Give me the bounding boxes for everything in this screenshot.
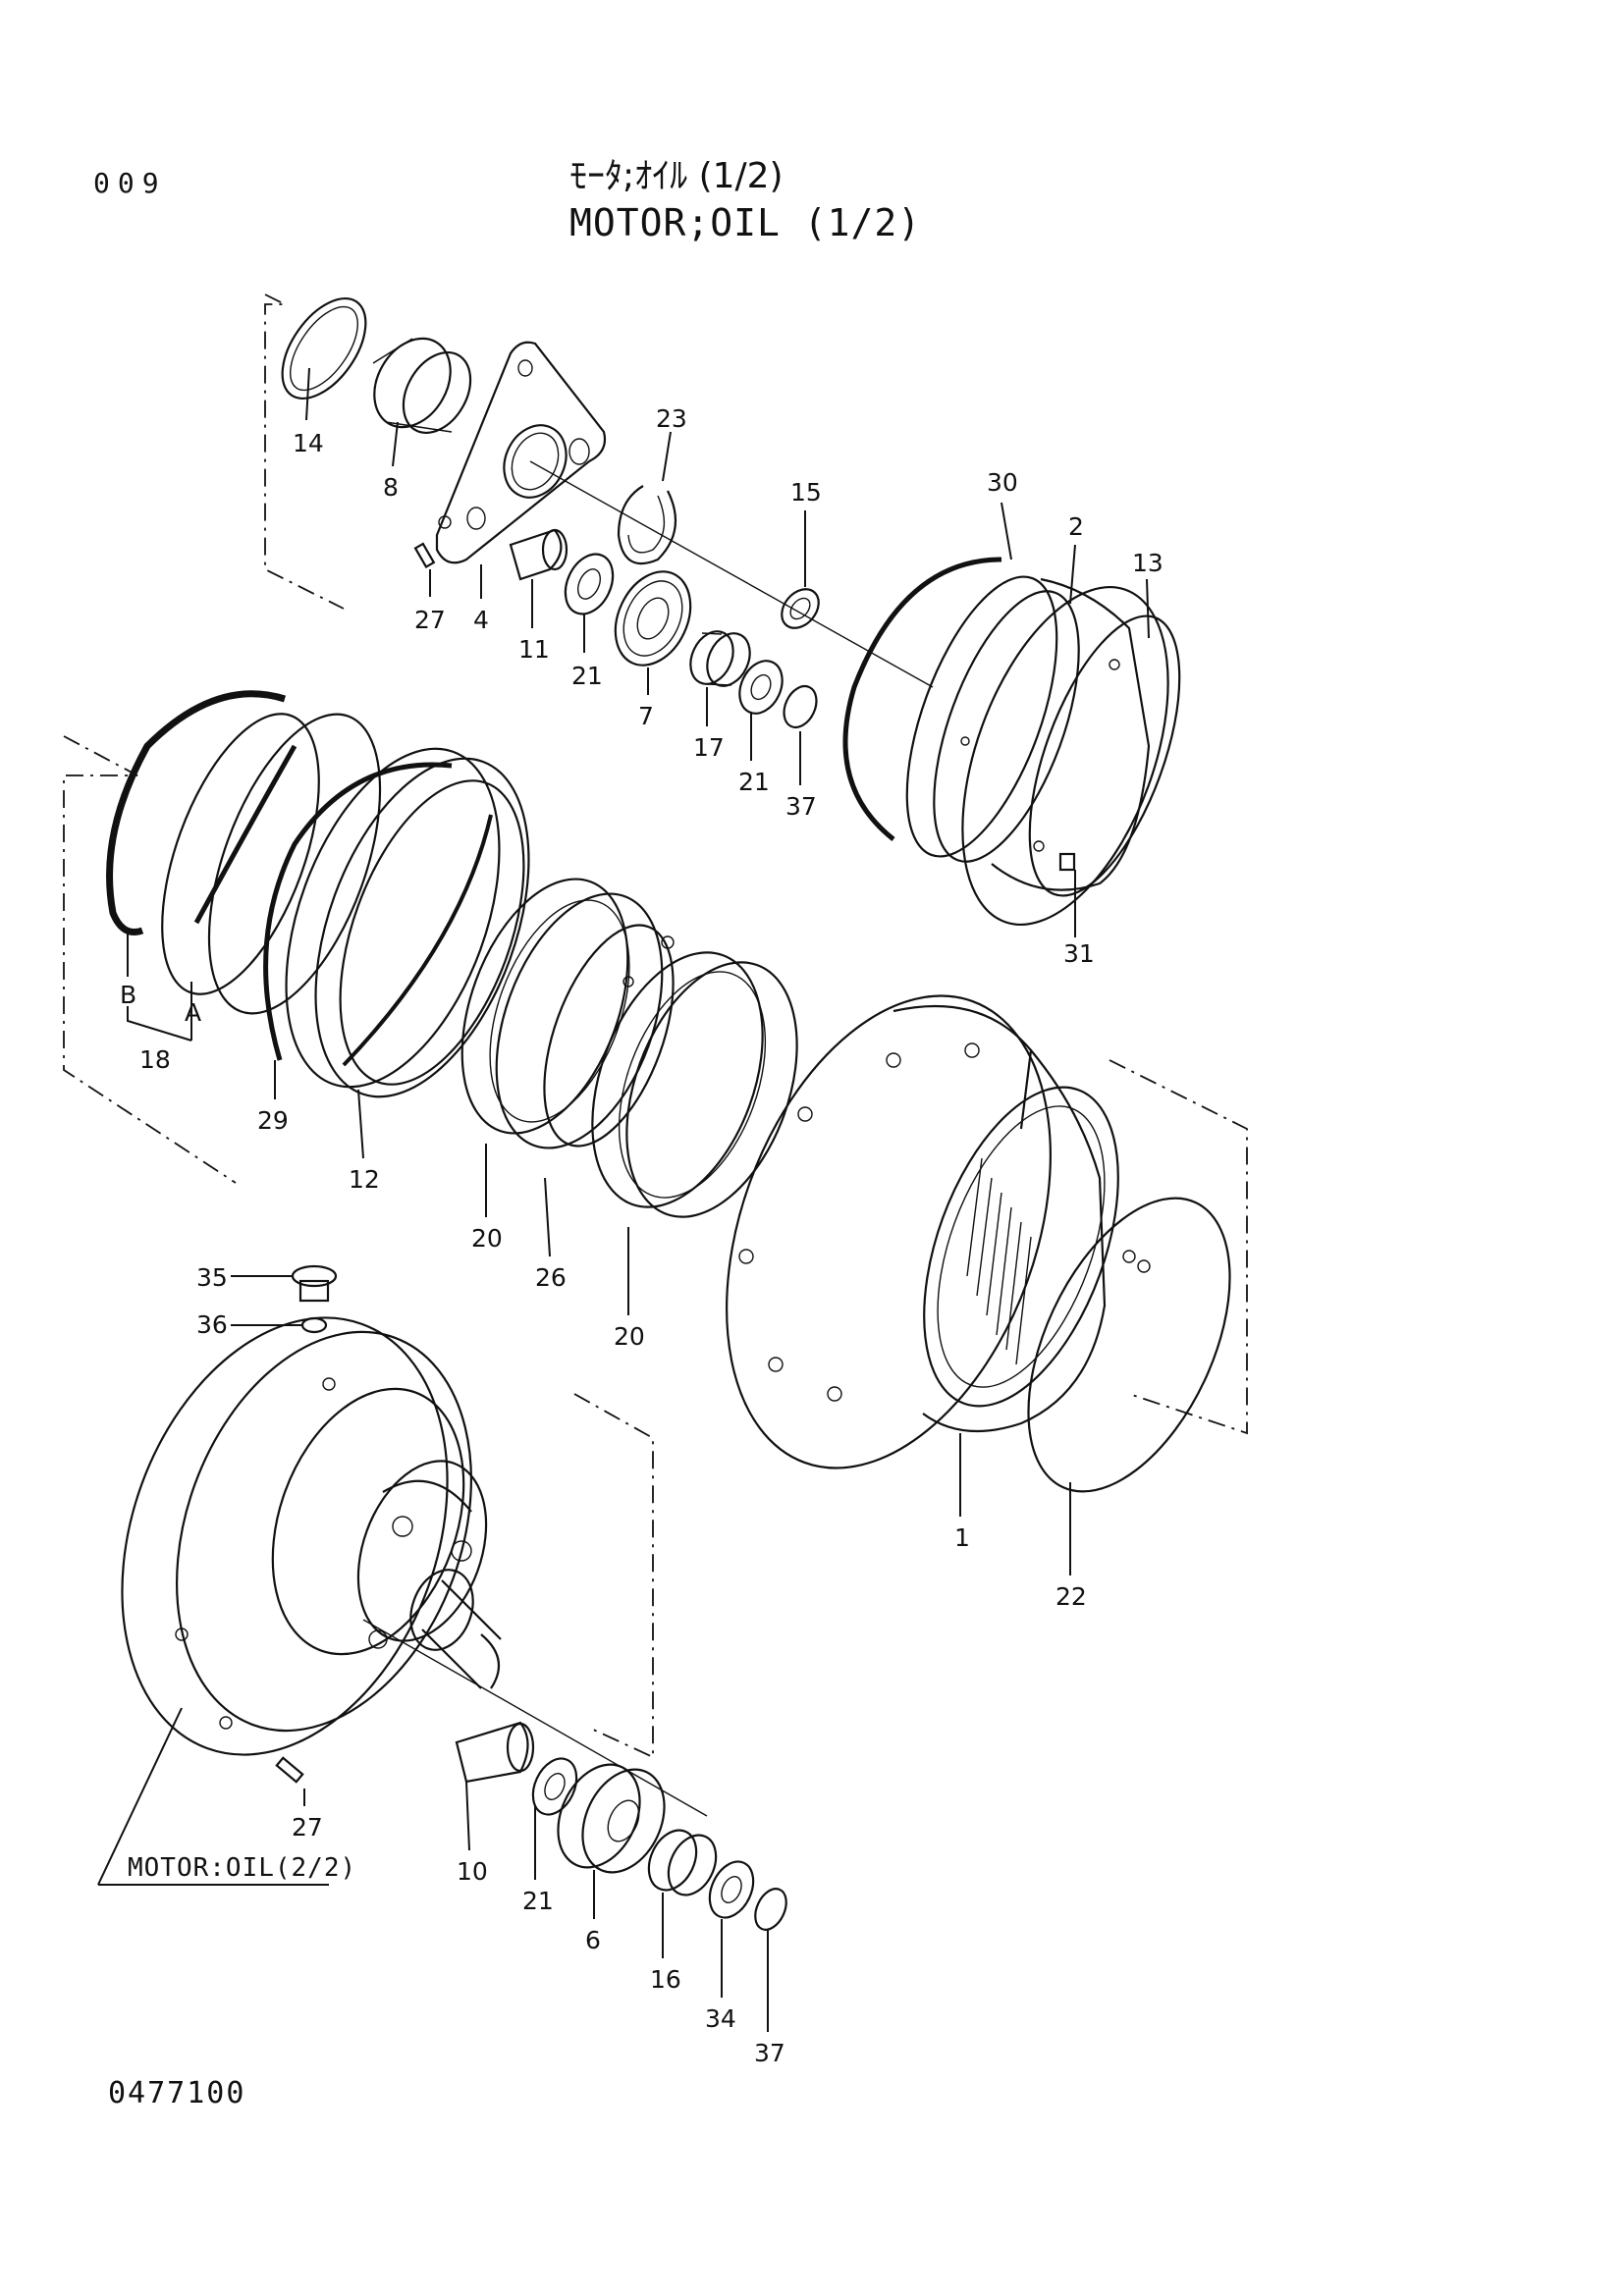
callout-12: 12 xyxy=(349,1165,380,1194)
callout-34: 34 xyxy=(705,2004,736,2033)
callout-29: 29 xyxy=(257,1106,289,1135)
callout-23: 23 xyxy=(656,404,687,433)
bearing-20-left xyxy=(460,878,664,1149)
callout-14: 14 xyxy=(293,429,324,457)
carrier-plate-4 xyxy=(435,341,607,564)
retaining-ring-23 xyxy=(617,485,677,565)
motor-flange xyxy=(121,1316,502,1756)
bearing-20-right xyxy=(591,951,798,1218)
callout-37-bottom: 37 xyxy=(754,2039,785,2067)
callout-16: 16 xyxy=(650,1965,681,1994)
snap-ring-37-top xyxy=(783,684,818,729)
leader-lines xyxy=(127,367,1150,2032)
seal-30 xyxy=(842,557,1002,841)
floating-seal-18 xyxy=(106,690,382,1015)
washer-21-mid xyxy=(738,660,784,715)
roller-bearing-17 xyxy=(689,630,751,687)
callout-8: 8 xyxy=(383,473,399,502)
ring-13 xyxy=(961,585,1169,927)
gear-6 xyxy=(557,1763,666,1874)
top-group-bracket xyxy=(264,294,345,610)
callout-21-mid: 21 xyxy=(738,768,770,796)
washer-34 xyxy=(708,1860,755,1919)
callout-31: 31 xyxy=(1063,939,1095,968)
callout-21-top: 21 xyxy=(571,662,603,690)
callout-27-top: 27 xyxy=(414,606,446,634)
snap-ring-37-bottom xyxy=(754,1888,787,1931)
callout-11: 11 xyxy=(518,635,550,664)
snap-ring-26 xyxy=(543,924,675,1148)
callout-37-top: 37 xyxy=(785,792,817,821)
callout-22: 22 xyxy=(1055,1582,1087,1611)
gear-8 xyxy=(372,337,472,435)
document-code: 0477100 xyxy=(108,2076,246,2110)
callout-35: 35 xyxy=(196,1263,228,1292)
callouts: 14 8 23 15 30 2 13 27 4 11 21 7 17 21 37… xyxy=(120,404,1163,2067)
callout-4: 4 xyxy=(473,606,489,634)
callout-15: 15 xyxy=(790,478,822,507)
roller-bearing-16 xyxy=(647,1829,718,1896)
callout-20-right: 20 xyxy=(614,1322,645,1351)
callout-13: 13 xyxy=(1132,549,1163,577)
page-number: 009 xyxy=(93,167,167,199)
callout-20-left: 20 xyxy=(471,1224,503,1253)
washer-21-bottom xyxy=(531,1757,578,1816)
reference-label-motor-oil-2-2: MOTOR:OIL(2/2) xyxy=(128,1853,357,1883)
callout-27-bottom: 27 xyxy=(292,1813,323,1842)
reference-leader xyxy=(97,1707,329,1886)
ring-22 xyxy=(1027,1197,1231,1493)
center-axis-line-top xyxy=(529,460,934,688)
pin-27-top xyxy=(413,542,436,569)
collar-15 xyxy=(781,588,820,629)
shaft-10 xyxy=(455,1721,535,1784)
callout-21-bottom: 21 xyxy=(522,1887,554,1915)
callout-26: 26 xyxy=(535,1263,567,1292)
housing-seal-12 xyxy=(285,747,530,1098)
ring-14 xyxy=(281,296,367,400)
plug-35 xyxy=(291,1264,338,1303)
pin-27-bottom xyxy=(275,1756,304,1784)
callout-17: 17 xyxy=(693,733,725,762)
plug-31 xyxy=(1033,840,1076,872)
callout-6: 6 xyxy=(585,1926,601,1954)
callout-30: 30 xyxy=(987,468,1018,497)
callout-10: 10 xyxy=(457,1857,488,1886)
washer-21-top xyxy=(564,553,615,615)
callout-2: 2 xyxy=(1068,512,1084,541)
bottom-group-bracket xyxy=(573,1393,654,1759)
hub-bracket-right xyxy=(1109,1059,1248,1435)
callout-B: B xyxy=(120,981,136,1009)
shaft-11 xyxy=(509,528,568,581)
gear-7 xyxy=(614,570,692,667)
hub-1 xyxy=(726,994,1119,1469)
middle-group-bracket xyxy=(63,735,237,1184)
title-english: MOTOR;OIL (1/2) xyxy=(569,201,922,244)
center-axis-line-bottom xyxy=(362,1619,708,1817)
callout-A: A xyxy=(185,998,201,1027)
callout-36: 36 xyxy=(196,1310,228,1339)
callout-7: 7 xyxy=(638,702,654,730)
callout-1: 1 xyxy=(954,1523,970,1552)
housing-2 xyxy=(905,575,1181,897)
o-ring-29 xyxy=(263,762,453,1061)
callout-18: 18 xyxy=(139,1045,171,1074)
title-japanese: ﾓｰﾀ;ｵｲﾙ (1/2) xyxy=(569,156,784,196)
